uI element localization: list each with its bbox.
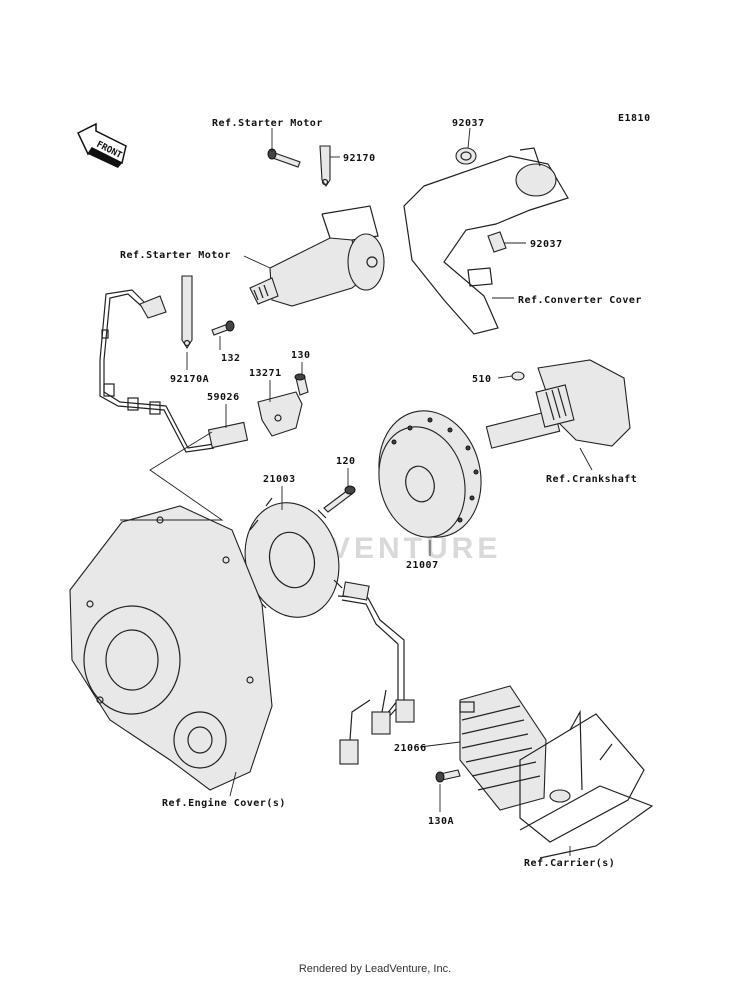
label-13271: 13271 [249,368,282,379]
bolt-130-drawing [294,373,309,396]
harness-59026-drawing [99,289,249,453]
label-ref-crankshaft: Ref.Crankshaft [546,474,637,485]
strap-92170a-drawing [181,275,193,350]
bolt-drawing [267,148,301,168]
label-130a: 130A [428,816,454,827]
bolt-120-drawing [323,485,356,513]
label-59026: 59026 [207,392,240,403]
strap-92170-drawing [319,145,331,187]
label-21007: 21007 [406,560,439,571]
front-arrow-icon: FRONT [77,122,127,168]
label-130: 130 [291,350,311,361]
clamp-92037-right-drawing [487,231,507,253]
watermark-text: VENTURE [330,532,501,565]
regulator-21066-drawing [459,685,547,811]
key-510-drawing [511,371,525,381]
label-ref-carrier: Ref.Carrier(s) [524,857,615,869]
starter-motor-drawing [249,205,385,307]
bolt-130a-drawing [435,769,461,783]
label-ref-starter-motor-left: Ref.Starter Motor [120,250,231,261]
diagram-code: E1810 [618,113,651,124]
bracket-13271-drawing [257,391,303,437]
label-92170a: 92170A [170,374,209,385]
label-ref-converter-cover: Ref.Converter Cover [518,295,642,306]
stator-21003-drawing [239,497,415,765]
label-92170: 92170 [343,153,376,164]
carrier-drawing [519,709,654,859]
label-510: 510 [472,374,492,385]
engine-cover-drawing [69,431,273,791]
converter-cover-drawing [403,147,569,335]
label-21003: 21003 [263,474,296,485]
label-92037-top: 92037 [452,118,485,129]
label-92037-right: 92037 [530,239,563,250]
flywheel-21007-drawing [378,410,482,538]
crankshaft-drawing [485,359,631,449]
label-132: 132 [221,353,241,364]
bolt-132-drawing [211,320,235,336]
label-120: 120 [336,456,356,467]
label-ref-engine-cover: Ref.Engine Cover(s) [162,797,286,809]
label-ref-starter-motor-top: Ref.Starter Motor [212,118,323,129]
footer-credit: Rendered by LeadVenture, Inc. [298,963,452,975]
clamp-92037-top-drawing [455,147,477,165]
leader-lines [186,127,593,856]
label-21066: 21066 [394,743,427,754]
